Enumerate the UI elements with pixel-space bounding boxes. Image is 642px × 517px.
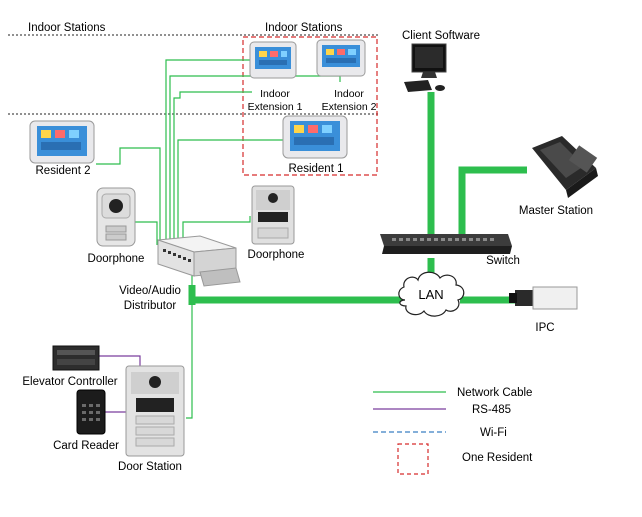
door-station-device (125, 365, 185, 457)
floor-dividers (8, 34, 378, 115)
indoor-extension-2-device (316, 39, 366, 77)
legend-wifi-label: Wi-Fi (480, 427, 507, 439)
elevator-controller-device (52, 345, 100, 371)
doorphone-right-label: Doorphone (248, 249, 305, 261)
master-station-label: Master Station (519, 205, 593, 217)
door-station-label: Door Station (118, 461, 182, 473)
doorphone-left-device (96, 187, 136, 247)
distributor-label-line2: Distributor (124, 300, 177, 312)
switch-icon (380, 234, 512, 254)
resident1-boundary (242, 36, 378, 176)
indoor-extension-2-label-line2: Extension 2 (322, 101, 377, 113)
network-cables-thick (188, 92, 527, 305)
lan-cloud (398, 271, 465, 317)
client-software-label: Client Software (402, 30, 480, 42)
legend-one-resident-swatch (397, 443, 429, 475)
card-reader-device (76, 389, 106, 435)
doorphone-right-device (251, 185, 295, 245)
indoor-extension-1-label-line1: Indoor (260, 88, 290, 100)
switch-label: Switch (486, 255, 520, 267)
ipc-camera-icon (509, 286, 578, 310)
ipc-label: IPC (535, 322, 554, 334)
distributor-label-line1: Video/Audio (119, 285, 181, 297)
indoor-stations-top-label: Indoor Stations (265, 22, 343, 34)
doorphone-left-label: Doorphone (88, 253, 145, 265)
indoor-extension-2-label-line1: Indoor (334, 88, 364, 100)
elevator-controller-label: Elevator Controller (22, 376, 117, 388)
resident1-label: Resident 1 (289, 163, 344, 175)
legend-network-cable-label: Network Cable (457, 387, 532, 399)
legend-one-resident-label: One Resident (462, 452, 533, 464)
lan-label: LAN (418, 287, 443, 302)
resident2-label: Resident 2 (36, 165, 91, 177)
card-reader-label: Card Reader (53, 440, 119, 452)
legend: Network Cable RS-485 Wi-Fi One Resident (373, 387, 533, 475)
indoor-stations-left-label: Indoor Stations (28, 22, 106, 34)
indoor-extension-1-label-line2: Extension 1 (248, 101, 303, 113)
distributor-device (157, 235, 241, 287)
master-station-icon (532, 136, 598, 198)
client-pc-icon (404, 43, 447, 92)
legend-rs485-label: RS-485 (472, 404, 511, 416)
indoor-extension-1-device (249, 41, 297, 79)
resident1-device (282, 115, 348, 159)
resident2-device (29, 120, 95, 164)
rs485-cables (98, 355, 141, 413)
